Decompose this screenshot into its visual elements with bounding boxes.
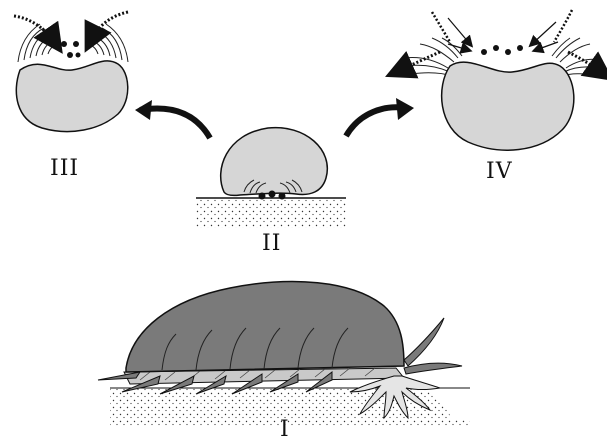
label-panel-iii: III [50, 156, 79, 181]
panel-iv-particles [481, 45, 523, 55]
arrow-ii-to-iv-head [396, 98, 414, 120]
label-panel-ii: II [262, 231, 281, 256]
arrow-ii-to-iv [346, 107, 405, 136]
panel-iv-cilia [404, 38, 602, 76]
panel-iii-body [16, 61, 127, 132]
panel-iv-dashed-left-upper [432, 12, 450, 42]
panel-iv-body [442, 62, 574, 150]
panel-i [98, 282, 470, 426]
panel-iv-dashed-right-upper [554, 10, 572, 42]
label-panel-i: I [280, 417, 290, 441]
panel-iv-left-inflow-arrow [448, 18, 470, 44]
panel-iv-right-inflow-arrow [532, 22, 556, 44]
label-panel-iv: IV [486, 159, 513, 184]
panel-iv [396, 10, 604, 150]
panel-iv-right-flow-arrow [568, 52, 604, 74]
panel-iv-left-inflow-arrow-2 [448, 44, 468, 50]
panel-iii-right-flow-arrow [90, 12, 128, 42]
panel-iii-cilia [18, 24, 128, 62]
arrow-ii-to-iii-head [135, 100, 152, 120]
panel-i-substrate [110, 388, 470, 426]
panel-ii-substrate [196, 198, 346, 228]
panel-iv-right-inflow-arrow-2 [536, 42, 558, 50]
panel-iv-left-flow-arrow [396, 52, 440, 72]
panel-ii-body [221, 128, 328, 196]
panel-ii [196, 128, 346, 228]
panel-iii-left-flow-arrow [14, 16, 56, 44]
panel-iii [14, 12, 128, 132]
panel-iii-particles [61, 41, 81, 58]
